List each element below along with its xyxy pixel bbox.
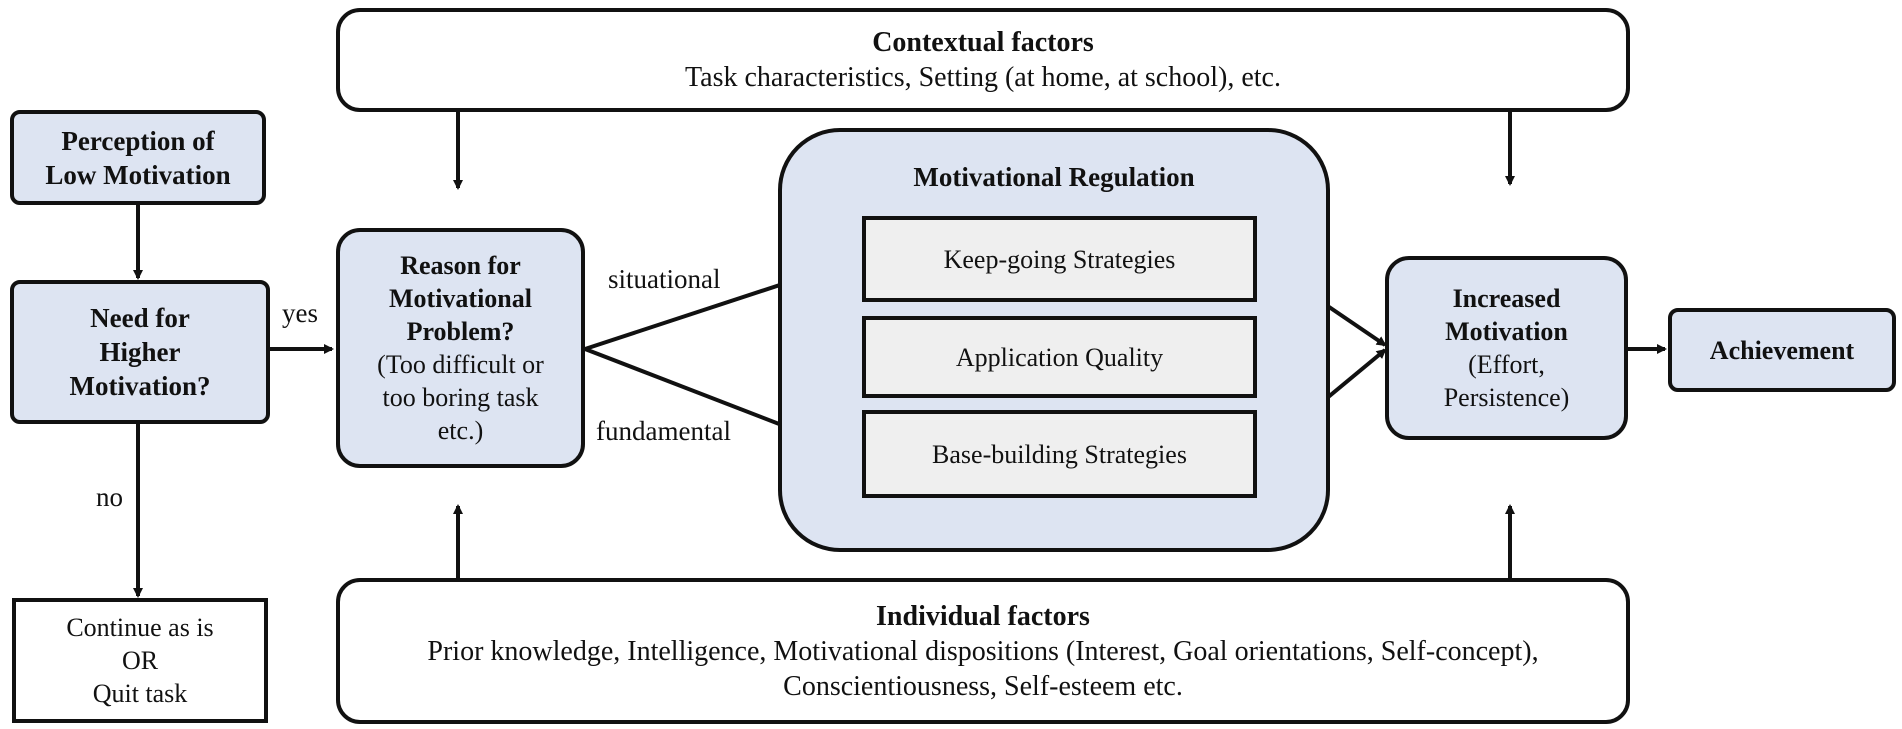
continue-line2: OR [121, 646, 159, 675]
contextual-factors-title: Contextual factors [872, 27, 1094, 58]
fundamental-label: fundamental [596, 416, 731, 446]
continue-line1: Continue as is [66, 613, 214, 642]
increased-motivation-box: Increased Motivation (Effort, Persistenc… [1385, 256, 1628, 440]
keep-going-strategies-box: Keep-going Strategies [862, 216, 1257, 302]
increased-line1: Increased [1452, 284, 1561, 313]
reason-box: Reason for Motivational Problem? (Too di… [336, 228, 585, 468]
perception-line1: Perception of [61, 125, 215, 156]
reason-line4: (Too difficult or [377, 350, 544, 379]
achievement-box: Achievement [1668, 308, 1896, 392]
individual-factors-box: Individual factors Prior knowledge, Inte… [336, 578, 1630, 724]
continue-box: Continue as is OR Quit task [12, 598, 268, 723]
continue-line3: Quit task [92, 679, 188, 708]
yes-label: yes [282, 298, 318, 328]
increased-line2: Motivation [1445, 317, 1568, 346]
reason-line5: too boring task [382, 383, 539, 412]
motivational-regulation-title: Motivational Regulation [913, 162, 1195, 192]
need-line3: Motivation? [69, 371, 211, 401]
base-building-strategies-label: Base-building Strategies [932, 439, 1187, 469]
reason-line6: etc.) [437, 416, 484, 445]
application-quality-box: Application Quality [862, 316, 1257, 398]
individual-factors-line1: Prior knowledge, Intelligence, Motivatio… [427, 635, 1539, 667]
application-quality-label: Application Quality [955, 342, 1164, 372]
individual-factors-line2: Conscientiousness, Self-esteem etc. [783, 670, 1183, 702]
contextual-factors-box: Contextual factors Task characteristics,… [336, 8, 1630, 112]
increased-line3: (Effort, [1468, 350, 1545, 379]
keep-going-strategies-label: Keep-going Strategies [943, 244, 1176, 274]
need-line1: Need for [90, 303, 190, 333]
individual-factors-title: Individual factors [876, 600, 1090, 632]
reason-line3: Problem? [406, 317, 515, 346]
need-line2: Higher [99, 337, 181, 367]
reason-line2: Motivational [389, 284, 532, 313]
no-label: no [96, 482, 123, 512]
perception-box: Perception of Low Motivation [10, 110, 266, 205]
base-building-strategies-box: Base-building Strategies [862, 410, 1257, 498]
increased-line4: Persistence) [1443, 383, 1570, 412]
reason-line1: Reason for [400, 251, 521, 280]
perception-line2: Low Motivation [45, 159, 231, 190]
achievement-label: Achievement [1709, 335, 1855, 365]
situational-label: situational [608, 264, 721, 294]
need-box: Need for Higher Motivation? [10, 280, 270, 424]
contextual-factors-text: Task characteristics, Setting (at home, … [685, 62, 1281, 93]
